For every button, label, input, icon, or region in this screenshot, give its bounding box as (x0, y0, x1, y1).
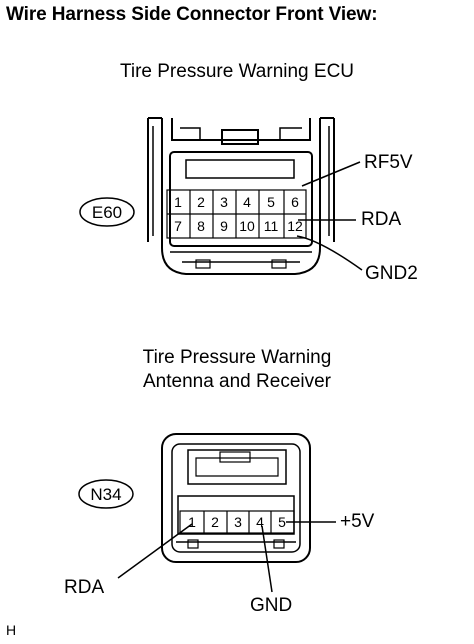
antenna-connector-id: N34 (90, 485, 121, 504)
ecu-pin-11: 11 (264, 218, 279, 234)
diagram-title: Wire Harness Side Connector Front View: (6, 4, 378, 25)
ecu-pin-2: 2 (197, 194, 205, 210)
ecu-pin-6: 6 (291, 194, 299, 210)
ecu-connector-name: Tire Pressure Warning ECU (119, 61, 355, 82)
antenna-pin-2: 2 (211, 514, 219, 530)
callout-gnd: GND (250, 595, 293, 616)
callout-gnd2: GND2 (365, 263, 418, 284)
ecu-pin-9: 9 (220, 218, 228, 234)
antenna-pin-5: 5 (278, 514, 286, 530)
ecu-connector (147, 117, 335, 275)
callout-rf5v: RF5V (364, 152, 413, 173)
antenna-pin-4: 4 (256, 514, 264, 530)
callout-plus5v: +5V (340, 511, 375, 532)
ecu-pin-3: 3 (220, 194, 228, 210)
ecu-id-oval (79, 197, 135, 227)
ecu-pin-grid (166, 189, 307, 239)
antenna-connector (161, 433, 311, 563)
antenna-pin-3: 3 (234, 514, 242, 530)
callout-rda-antenna: RDA (64, 577, 105, 598)
ecu-pin-4: 4 (243, 194, 251, 210)
antenna-connector-name-line2: Antenna and Receiver (142, 371, 331, 392)
antenna-pin-1: 1 (188, 514, 196, 530)
ecu-pin-7: 7 (174, 218, 182, 234)
antenna-leader-lines (117, 521, 336, 593)
ecu-pin-5: 5 (267, 194, 275, 210)
callout-rda-ecu: RDA (361, 209, 402, 230)
ecu-leader-lines (296, 161, 363, 271)
ecu-pin-8: 8 (197, 218, 205, 234)
ecu-connector-id: E60 (92, 203, 122, 222)
ecu-pin-1: 1 (174, 194, 182, 210)
antenna-connector-name-line1: Tire Pressure Warning (142, 347, 332, 368)
antenna-id-oval (78, 479, 134, 509)
ecu-pin-10: 10 (239, 218, 255, 234)
ecu-pin-12: 12 (287, 218, 303, 234)
corner-mark: H (6, 622, 17, 638)
